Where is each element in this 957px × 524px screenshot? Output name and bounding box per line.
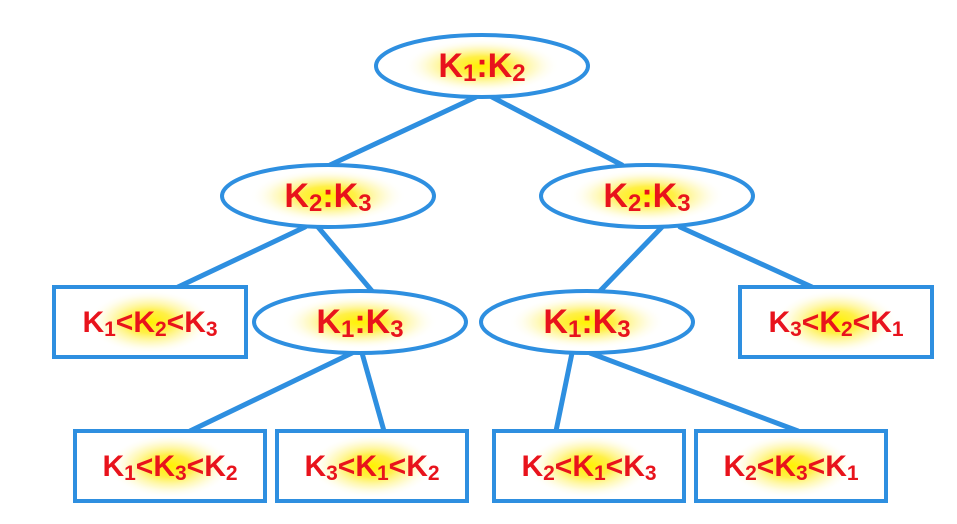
edge-n1-n2 xyxy=(327,94,479,168)
comparison-node-n6: K1:K3 xyxy=(479,289,695,355)
node-label: K3<K2<K1 xyxy=(768,306,903,341)
node-label: K1<K2<K3 xyxy=(82,306,217,341)
outcome-node-n10: K2<K1<K3 xyxy=(492,429,686,503)
edge-n1-n3 xyxy=(489,94,625,168)
node-label: K3<K1<K2 xyxy=(304,450,439,485)
edge-n6-n10 xyxy=(553,350,575,434)
node-glow xyxy=(282,295,438,349)
edge-n5-n8 xyxy=(187,350,355,434)
node-label: K2<K1<K3 xyxy=(521,450,656,485)
outcome-node-n8: K1<K3<K2 xyxy=(73,429,267,503)
node-label: K1<K3<K2 xyxy=(102,450,237,485)
outcome-node-n4: K1<K2<K3 xyxy=(52,285,248,359)
node-label: K1:K2 xyxy=(438,47,525,87)
comparison-node-n2: K2:K3 xyxy=(220,163,436,229)
node-glow xyxy=(108,434,232,498)
node-label: K1:K3 xyxy=(316,303,403,343)
edge-n3-n7 xyxy=(677,224,815,290)
node-glow xyxy=(774,290,898,354)
comparison-node-n3: K2:K3 xyxy=(539,163,755,229)
node-label: K1:K3 xyxy=(543,303,630,343)
node-glow xyxy=(527,434,651,498)
comparison-node-n5: K1:K3 xyxy=(252,289,468,355)
node-glow xyxy=(569,169,725,223)
edge-n5-n9 xyxy=(359,350,387,434)
outcome-node-n9: K3<K1<K2 xyxy=(275,429,469,503)
node-label: K2:K3 xyxy=(284,177,371,217)
edge-n6-n11 xyxy=(587,350,801,434)
edge-n2-n5 xyxy=(315,224,375,294)
node-label: K2:K3 xyxy=(603,177,690,217)
node-glow xyxy=(88,290,212,354)
node-glow xyxy=(729,434,853,498)
outcome-node-n11: K2<K3<K1 xyxy=(694,429,888,503)
node-label: K2<K3<K1 xyxy=(723,450,858,485)
node-glow xyxy=(310,434,434,498)
edge-n3-n6 xyxy=(597,224,665,294)
comparison-node-n1: K1:K2 xyxy=(374,33,590,99)
node-glow xyxy=(404,39,560,93)
node-glow xyxy=(509,295,665,349)
node-glow xyxy=(250,169,406,223)
outcome-node-n7: K3<K2<K1 xyxy=(738,285,934,359)
edges xyxy=(175,94,815,434)
edge-n2-n4 xyxy=(175,224,308,290)
